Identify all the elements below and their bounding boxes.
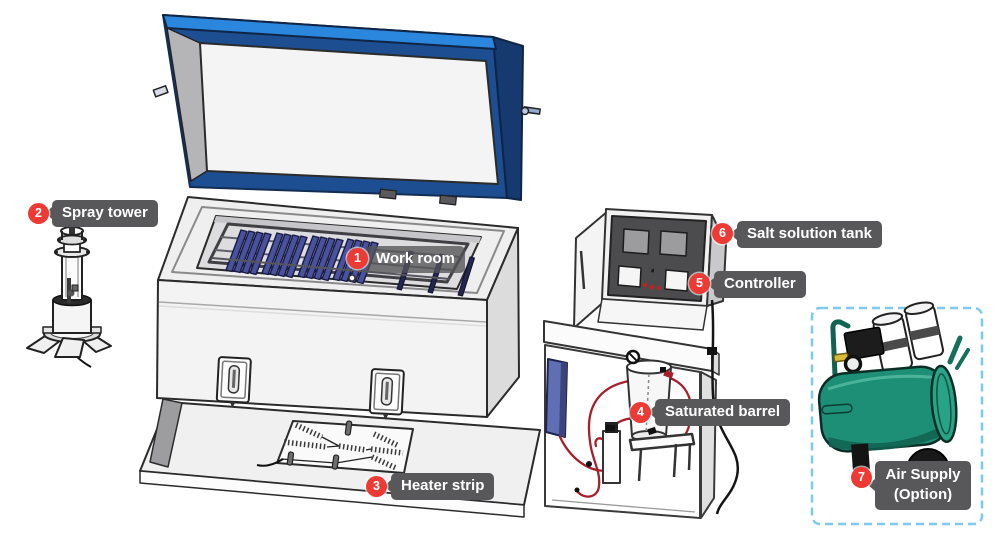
callout-work-room-label: Work room <box>376 250 455 267</box>
motor-cover <box>843 326 885 361</box>
heater-strip-plate <box>256 420 414 474</box>
pump-cylinders <box>871 301 945 374</box>
callout-controller-label: Controller <box>724 275 796 292</box>
indicator-led <box>656 285 662 291</box>
display-window <box>622 228 650 255</box>
chamber-left-leg <box>149 398 183 468</box>
opening-inner-shadow <box>214 216 481 243</box>
compressor-handle <box>830 319 851 423</box>
callout-air-supply-label: Air Supply <box>885 466 961 483</box>
lid-side-face <box>492 36 524 201</box>
indicator-led <box>649 284 655 290</box>
button-key <box>617 265 642 288</box>
callout-controller: Controller <box>707 271 806 298</box>
callout-badge-salt-solution-tank: 6 <box>712 223 733 244</box>
lid-left-tab <box>152 85 169 98</box>
cabinet-interior <box>544 344 701 519</box>
chamber-lid <box>152 14 541 201</box>
callout-badge-spray-tower: 2 <box>28 203 49 224</box>
rim-hole <box>348 274 356 282</box>
callout-badge-heater-strip: 3 <box>366 476 387 497</box>
rim-gasket-ring <box>171 206 505 294</box>
compressor-foot <box>851 443 870 471</box>
callout-badge-saturated-barrel: 4 <box>630 402 651 423</box>
callout-notch <box>384 480 391 492</box>
callout-notch <box>707 278 714 290</box>
lid-top-edge <box>162 14 497 50</box>
callout-spray-tower-label: Spray tower <box>62 204 148 221</box>
lid-window <box>199 42 499 185</box>
chamber-side-face <box>486 227 520 418</box>
drop-icon <box>651 268 654 273</box>
callout-badge-air-supply: 7 <box>851 467 872 488</box>
callout-salt-solution-tank: Salt solution tank <box>730 221 883 248</box>
drain-hose <box>707 299 740 515</box>
indicator-led <box>642 282 648 288</box>
callout-heater-strip-label: Heater strip <box>401 477 485 494</box>
tank-slot <box>579 250 586 290</box>
hinge-tabs <box>378 188 458 206</box>
chamber-latches <box>215 356 405 420</box>
air-compressor <box>817 301 970 492</box>
blue-panel-shade <box>559 362 567 437</box>
callout-badge-controller: 5 <box>689 273 710 294</box>
callout-saturated-barrel: Saturated barrel <box>648 399 791 426</box>
side-stub <box>821 403 853 415</box>
callout-air-supply: Air Supply (Option) <box>868 461 971 510</box>
callout-spray-tower: Spray tower <box>45 200 158 227</box>
air-tank <box>817 364 958 453</box>
barrel-stand <box>628 432 696 482</box>
chamber-body <box>156 188 520 420</box>
salt-solution-tank-unit <box>543 208 740 519</box>
spray-tower-illustration <box>26 226 112 368</box>
callout-heater-strip: Heater strip <box>384 473 495 500</box>
callout-badge-work-room: 1 <box>347 248 368 269</box>
lid-knob <box>520 106 541 116</box>
callout-salt-solution-tank-label: Salt solution tank <box>747 225 873 242</box>
callout-work-room: Work room <box>366 246 465 273</box>
callout-notch <box>730 228 737 240</box>
controller-panel <box>607 215 707 302</box>
front-rail <box>211 257 451 280</box>
callout-air-supply-label-line2: (Option) <box>893 486 953 503</box>
callout-notch <box>648 406 655 418</box>
saturated-barrel <box>625 349 674 442</box>
tank-front-wedge <box>597 298 708 331</box>
button-key <box>664 269 689 292</box>
display-window <box>659 230 688 257</box>
chamber-front-face <box>156 279 488 418</box>
callout-saturated-barrel-label: Saturated barrel <box>665 403 781 420</box>
callout-notch <box>868 479 875 491</box>
dosing-pump <box>602 422 621 484</box>
pressure-gauge <box>843 354 863 374</box>
